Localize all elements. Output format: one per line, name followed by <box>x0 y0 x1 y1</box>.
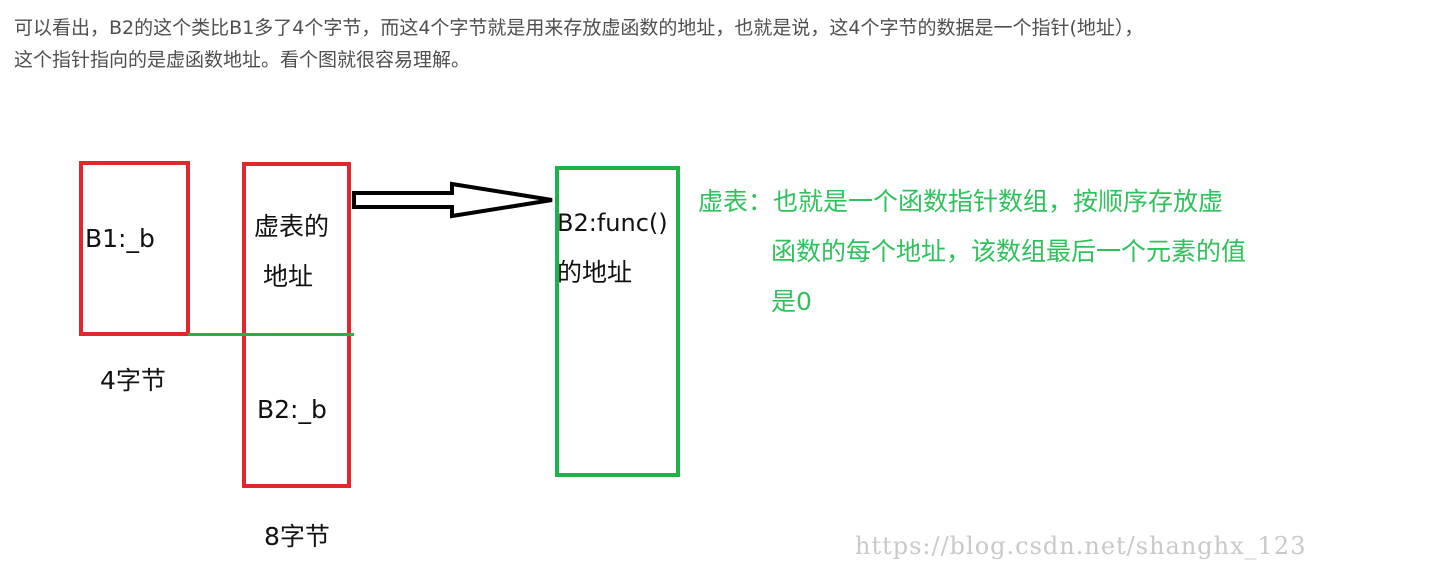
hollow-right-arrow-icon <box>352 181 553 219</box>
b1-size-label: 4字节 <box>100 366 166 395</box>
func-address-box <box>555 166 680 477</box>
watermark-url: https://blog.csdn.net/shanghx_123 <box>855 532 1307 560</box>
vtable-note-line-3: 是0 <box>771 287 812 316</box>
b2-size-label: 8字节 <box>264 522 330 551</box>
b2-vtable-label-line-1: 虚表的 <box>254 212 330 241</box>
intro-paragraph: 可以看出，B2的这个类比B1多了4个字节，而这4个字节就是用来存放虚函数的地址，… <box>14 12 1419 76</box>
b2-member-label: B2:_b <box>257 395 327 424</box>
intro-line-2: 这个指针指向的是虚函数地址。看个图就很容易理解。 <box>14 49 471 71</box>
b2-memory-box <box>242 162 351 488</box>
intro-line-1: 可以看出，B2的这个类比B1多了4个字节，而这4个字节就是用来存放虚函数的地址，… <box>14 17 1144 39</box>
b2-divider-line <box>188 333 354 336</box>
func-label-line-1: B2:func() <box>557 209 668 237</box>
vtable-note-line-1: 虚表：也就是一个函数指针数组，按顺序存放虚 <box>698 187 1224 216</box>
b1-member-label: B1:_b <box>85 224 155 253</box>
b1-memory-box <box>79 161 190 336</box>
b2-vtable-label-line-2: 地址 <box>263 262 314 291</box>
vtable-note-line-2: 函数的每个地址，该数组最后一个元素的值 <box>771 237 1247 266</box>
func-label-line-2: 的地址 <box>557 258 633 287</box>
